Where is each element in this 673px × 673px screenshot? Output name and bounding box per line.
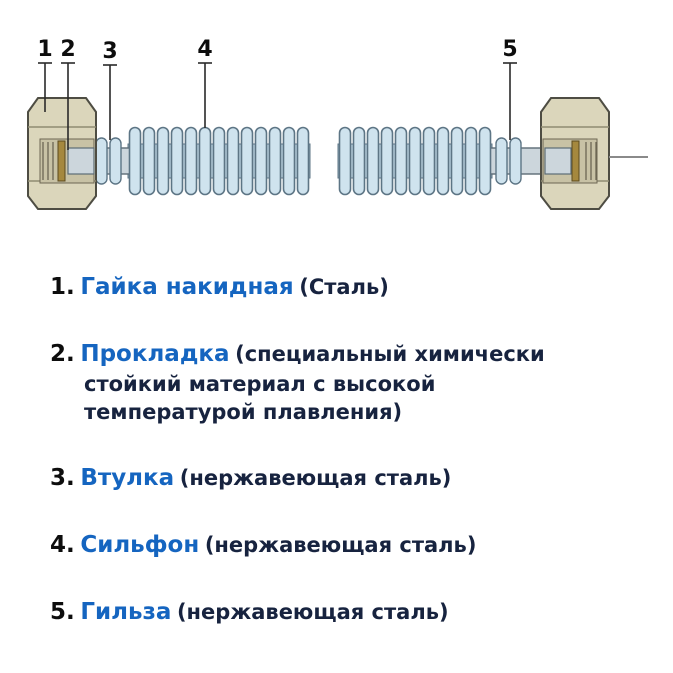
callout-4-label: 4 [197,37,212,62]
callout-1: 1 [37,37,53,112]
legend-item-2: 2. Прокладка (специальный химически стой… [50,339,580,427]
bellows-left [128,126,310,196]
right-gasket [571,140,580,182]
gasket [57,140,66,182]
legend-item-3-desc: (нержавеющая сталь) [179,465,452,490]
left-nut [27,97,97,210]
callout-5: 5 [502,37,518,140]
legend-item-3: 3. Втулка (нержавеющая сталь) [50,463,580,494]
callout-2-label: 2 [60,37,75,62]
legend-item-1-number: 1. [50,274,75,300]
sleeve-bushing-ridge [109,137,122,185]
legend-item-2-desc: (специальный химически стойкий материал … [84,342,545,425]
legend-item-2-number: 2. [50,341,75,368]
legend-item-4-number: 4. [50,531,75,558]
legend-item-5-desc: (нержавеющая сталь) [176,599,449,624]
legend-item-4: 4. Сильфон (нержавеющая сталь) [50,530,580,561]
callout-5-label: 5 [502,37,517,62]
bellows-right [338,126,492,196]
legend-item-1: 1. Гайка накидная (Сталь) [50,272,580,303]
liner-in-bore [544,147,572,175]
legend: 1. Гайка накидная (Сталь) 2. Прокладка (… [50,272,580,664]
bellows [128,126,492,196]
legend-item-4-term: Сильфон [80,531,200,558]
hose-diagram: 1 2 3 4 [0,0,673,250]
callout-3-label: 3 [102,39,117,64]
callout-4: 4 [197,37,213,128]
legend-item-1-term: Гайка накидная [80,274,294,300]
callout-1-label: 1 [37,37,52,62]
liner-sleeve-ridge [509,137,522,185]
callout-3: 3 [102,39,118,140]
right-nut-threads [585,142,597,180]
callout-2: 2 [60,37,76,150]
liner-sleeve-ridge [495,137,508,185]
callouts: 1 2 3 4 [37,37,518,150]
left-nut-threads [42,142,54,180]
legend-item-3-term: Втулка [80,464,175,491]
legend-item-1-desc: (Сталь) [299,275,389,299]
legend-item-3-number: 3. [50,464,75,491]
sleeve-bushing-ridge [95,137,108,185]
sleeve-in-bore [67,147,95,175]
legend-item-4-desc: (нержавеющая сталь) [204,532,477,557]
legend-item-5-number: 5. [50,598,75,625]
legend-item-5-term: Гильза [80,598,172,625]
legend-item-5: 5. Гильза (нержавеющая сталь) [50,597,580,628]
legend-item-2-term: Прокладка [80,341,230,368]
right-nut [540,97,610,210]
